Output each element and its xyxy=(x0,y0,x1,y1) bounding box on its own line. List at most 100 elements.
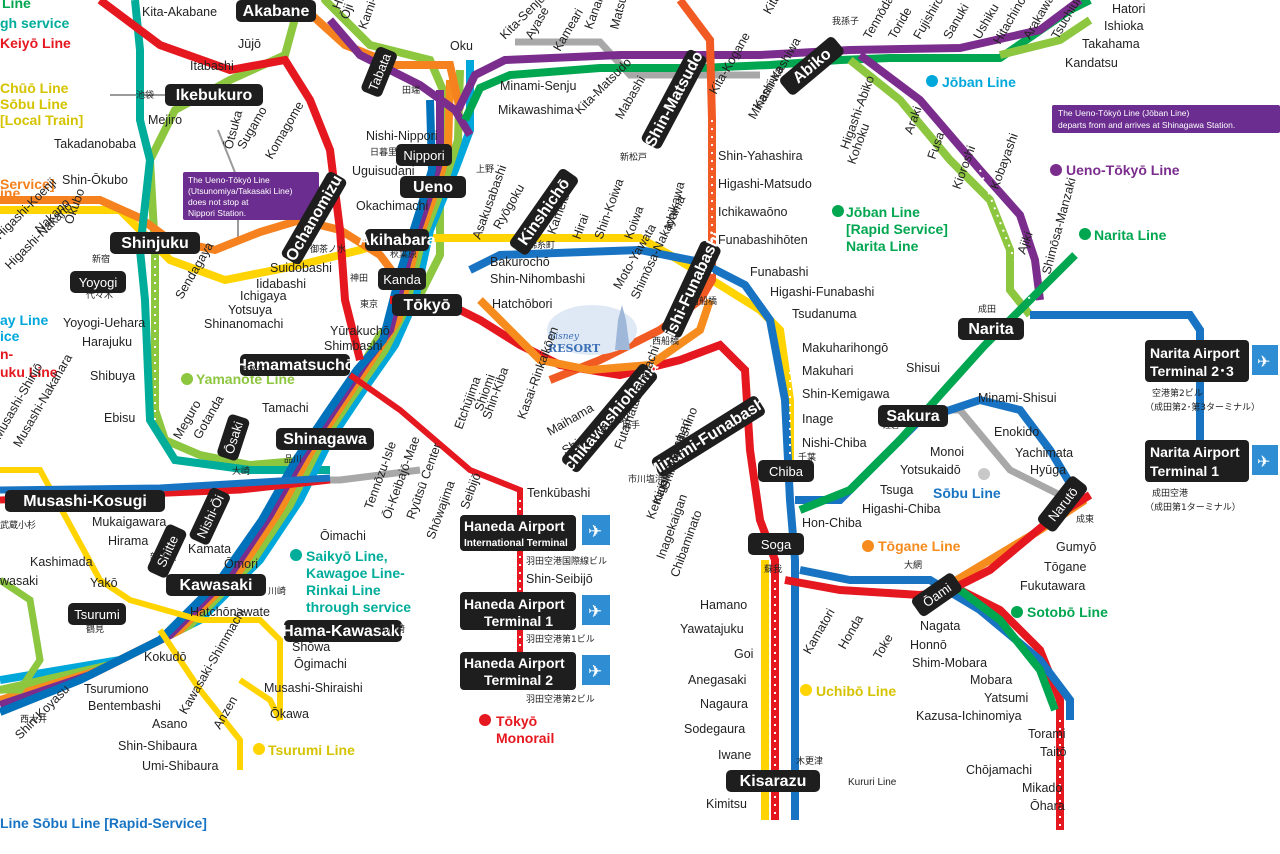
station-label: Higashi-Matsudo xyxy=(718,177,812,191)
joban-rapid-label: Jōban Line xyxy=(846,204,920,220)
major-station-label: Shin-Matsudo xyxy=(642,49,707,151)
station-label: Yotsukaidō xyxy=(900,463,961,477)
keiyo-line xyxy=(390,296,779,820)
station-label: Iidabashi xyxy=(256,277,306,291)
saikyo-line-label: Rinkai Line xyxy=(306,582,381,598)
joban-note: The Ueno-Tōkyō Line (Jōban Line) departs… xyxy=(1052,105,1280,133)
narita-t23-station[interactable]: Narita Airport Terminal 2･3 ✈ 空港第2ビル （成田… xyxy=(1145,340,1278,413)
station-label: Mukaigawara xyxy=(92,515,166,529)
haneda-t1-station[interactable]: Haneda Airport Terminal 1 ✈ 羽田空港第1ビル xyxy=(460,592,610,645)
keiyo-line-label: Keiyō Line xyxy=(0,35,71,51)
haneda-intl-station[interactable]: Haneda Airport International Terminal ✈ … xyxy=(460,515,610,567)
station-label: Itabashi xyxy=(190,59,234,73)
airplane-icon: ✈ xyxy=(588,522,602,541)
airplane-icon: ✈ xyxy=(588,602,602,621)
ueno-tokyo-number-icon xyxy=(1050,164,1062,176)
major-station-ikebukuro[interactable]: Ikebukuro xyxy=(165,84,263,106)
japanese-station-label: 御茶ノ水 xyxy=(310,243,346,255)
station-label: Yatsumi xyxy=(984,691,1028,705)
station-label: Nishi-Nippori xyxy=(366,129,438,143)
major-station-narita[interactable]: Narita xyxy=(958,318,1024,340)
sobu-line-label: Sōbu Line xyxy=(933,485,1001,501)
airplane-icon xyxy=(582,595,610,625)
major-station-musashi-kosugi[interactable]: Musashi-Kosugi xyxy=(5,490,165,512)
svg-text:（成田第2･第3ターミナル）: （成田第2･第3ターミナル） xyxy=(1145,401,1260,413)
station-label: Gumyō xyxy=(1056,540,1096,554)
major-station-label: Nishi-Funabashi xyxy=(658,230,726,350)
station-label: Ōgimachi xyxy=(294,657,347,671)
station-label: Nagata xyxy=(920,619,960,633)
major-station-hamamatsucho[interactable]: Hamamatsuchō xyxy=(235,354,355,376)
major-station-nishi-oi[interactable]: Nishi-Ōi xyxy=(188,486,232,546)
svg-text:departs from and arrives at Sh: departs from and arrives at Shinagawa St… xyxy=(1058,120,1235,130)
major-station-akabane[interactable]: Akabane xyxy=(236,0,316,22)
narita-line xyxy=(798,252,1078,514)
svg-text:The Ueno-Tōkyō Line: The Ueno-Tōkyō Line xyxy=(188,175,270,185)
saikyo-line-label: through service xyxy=(306,599,411,615)
station-label: Tsurumiono xyxy=(84,682,149,696)
major-station-shinagawa[interactable]: Shinagawa xyxy=(276,428,374,450)
major-station-hama-kawasaki[interactable]: Hama-Kawasaki xyxy=(282,620,404,642)
station-label: Nishi-Chiba xyxy=(802,436,867,450)
station-label: Shim-Mobara xyxy=(912,656,987,670)
major-station-osaki[interactable]: Ōsaki xyxy=(216,413,251,462)
major-station-yoyogi[interactable]: Yoyogi xyxy=(70,271,126,293)
edge-line-label: Service] xyxy=(0,176,54,192)
station-label: Higashi-Chiba xyxy=(862,502,941,516)
station-label: Enokido xyxy=(994,425,1039,439)
haneda-t2-station[interactable]: Haneda Airport Terminal 2 ✈ 羽田空港第2ビル xyxy=(460,652,610,705)
edge-line-label: Line xyxy=(2,0,31,11)
station-label: Torami xyxy=(1028,727,1066,741)
japanese-station-label: 鶴見 xyxy=(86,623,104,635)
japanese-station-label: 大崎 xyxy=(232,465,250,477)
major-station-tokyo[interactable]: Tōkyō xyxy=(392,294,462,316)
major-station-nippori[interactable]: Nippori xyxy=(396,144,452,166)
svg-text:(Utsunomiya/Takasaki Line): (Utsunomiya/Takasaki Line) xyxy=(188,186,293,196)
yamanote-number-icon xyxy=(181,373,193,385)
airplane-icon xyxy=(582,515,610,545)
major-station-tabata[interactable]: Tabata xyxy=(360,45,398,98)
japanese-station-label: 池袋 xyxy=(136,89,154,101)
major-station-tsurumi[interactable]: Tsurumi xyxy=(68,603,126,625)
station-label: Shimbashi xyxy=(324,339,382,353)
svg-text:Haneda Airport: Haneda Airport xyxy=(464,655,565,671)
station-label: Shin-Nihombashi xyxy=(490,272,585,286)
station-label: Ishioka xyxy=(1104,19,1144,33)
station-label: Mejiro xyxy=(148,113,182,127)
station-label: Komagome xyxy=(262,99,306,161)
joban-lines xyxy=(454,0,1092,318)
major-station-shitte[interactable]: Shitte xyxy=(146,523,188,579)
japanese-station-label: 上野 xyxy=(476,164,494,175)
station-label: Yoyogi-Uehara xyxy=(63,316,145,330)
station-label: Tsuga xyxy=(880,483,913,497)
major-station-soga[interactable]: Soga xyxy=(748,533,804,555)
ueno-tokyo-line-label: Ueno-Tōkyō Line xyxy=(1066,162,1180,178)
major-station-shinjuku[interactable]: Shinjuku xyxy=(110,232,200,254)
major-station-kisarazu[interactable]: Kisarazu xyxy=(726,770,820,792)
major-station-label: Narita xyxy=(968,321,1013,338)
station-label: Shinanomachi xyxy=(204,317,283,331)
major-station-label: Musashi-Kosugi xyxy=(23,493,147,510)
togane-number-icon xyxy=(862,540,874,552)
major-station-oami[interactable]: Ōami xyxy=(910,571,964,618)
major-station-kawasaki[interactable]: Kawasaki xyxy=(166,574,266,596)
major-station-label: Yoyogi xyxy=(79,275,118,290)
major-station-kanda[interactable]: Kanda xyxy=(378,268,426,290)
station-label: Ōimachi xyxy=(320,529,366,543)
major-station-ueno[interactable]: Ueno xyxy=(400,176,466,198)
japanese-station-label: 武蔵小杉 xyxy=(0,519,36,531)
major-station-label: Kisarazu xyxy=(740,773,807,790)
major-station-chiba[interactable]: Chiba xyxy=(758,460,814,482)
svg-text:Terminal 1: Terminal 1 xyxy=(484,613,553,629)
station-label: Takahama xyxy=(1082,37,1140,51)
narita-t1-station[interactable]: Narita Airport Terminal 1 ✈ 成田空港 （成田第1ター… xyxy=(1145,440,1278,513)
uchibo-number-icon xyxy=(800,684,812,696)
major-station-akihabara[interactable]: Akihabara xyxy=(358,229,436,251)
major-station-sakura[interactable]: Sakura xyxy=(878,405,948,427)
major-station-shin-matsudo[interactable]: Shin-Matsudo xyxy=(640,47,709,151)
station-label: Kamatori xyxy=(800,606,837,656)
svg-text:Nippori Station.: Nippori Station. xyxy=(188,208,246,218)
japanese-station-label: 蘇我 xyxy=(764,563,782,575)
svg-text:Narita Airport: Narita Airport xyxy=(1150,444,1240,460)
